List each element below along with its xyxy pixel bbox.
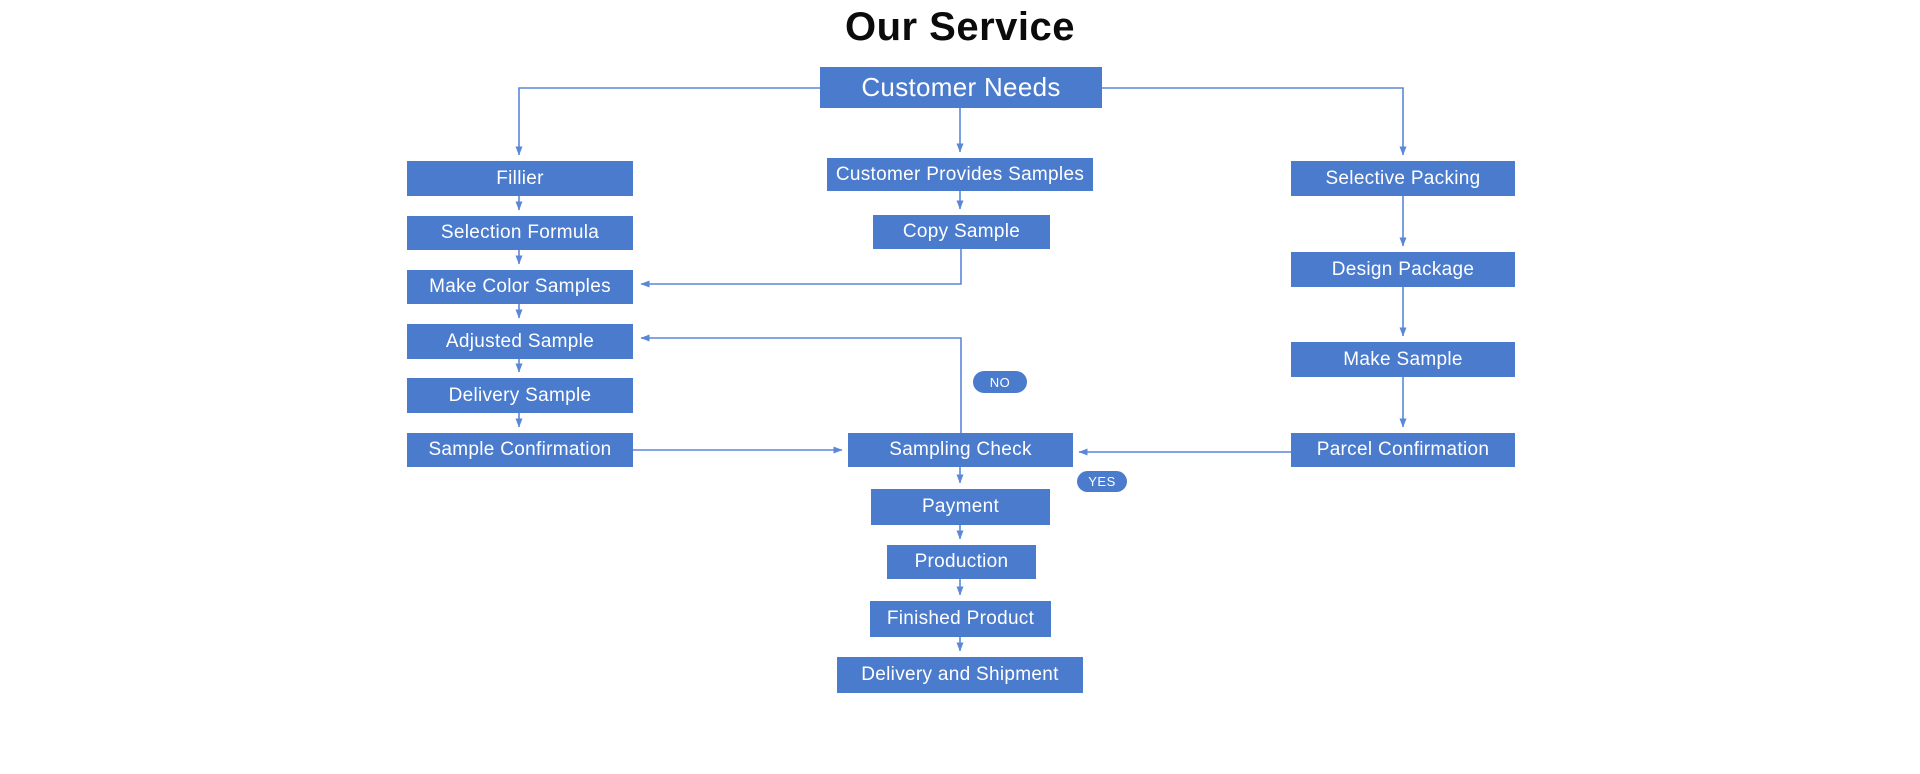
flow-node-payment: Payment <box>871 489 1050 525</box>
flow-node-selective-packing: Selective Packing <box>1291 161 1515 196</box>
edge-customer-needs-to-selective-packing <box>1102 87 1407 156</box>
flow-node-make-sample: Make Sample <box>1291 342 1515 377</box>
flow-node-customer-needs: Customer Needs <box>820 67 1102 108</box>
edge-customer-needs-to-fillier <box>515 87 820 156</box>
page-title: Our Service <box>844 5 1076 49</box>
flow-node-delivery-and-shipment: Delivery and Shipment <box>837 657 1083 693</box>
flow-node-adjusted-sample: Adjusted Sample <box>407 324 633 359</box>
flow-node-parcel-confirmation: Parcel Confirmation <box>1291 433 1515 467</box>
flow-node-production: Production <box>887 545 1036 579</box>
flow-node-sampling-check: Sampling Check <box>848 433 1073 467</box>
flow-node-delivery-sample: Delivery Sample <box>407 378 633 413</box>
edge-copy-sample-to-make-color-samples <box>640 249 962 288</box>
flow-node-fillier: Fillier <box>407 161 633 196</box>
flow-node-selection-formula: Selection Formula <box>407 216 633 250</box>
flow-node-customer-provides-samples: Customer Provides Samples <box>827 158 1093 191</box>
flow-node-sample-confirmation: Sample Confirmation <box>407 433 633 467</box>
flow-node-design-package: Design Package <box>1291 252 1515 287</box>
edge-sampling-check-no-to-adjusted-sample <box>640 334 962 433</box>
flow-node-copy-sample: Copy Sample <box>873 215 1050 249</box>
flow-node-make-color-samples: Make Color Samples <box>407 270 633 304</box>
decision-badge-yes-label: YES <box>1077 471 1127 492</box>
flow-node-finished-product: Finished Product <box>870 601 1051 637</box>
decision-badge-no-label: NO <box>973 371 1027 393</box>
